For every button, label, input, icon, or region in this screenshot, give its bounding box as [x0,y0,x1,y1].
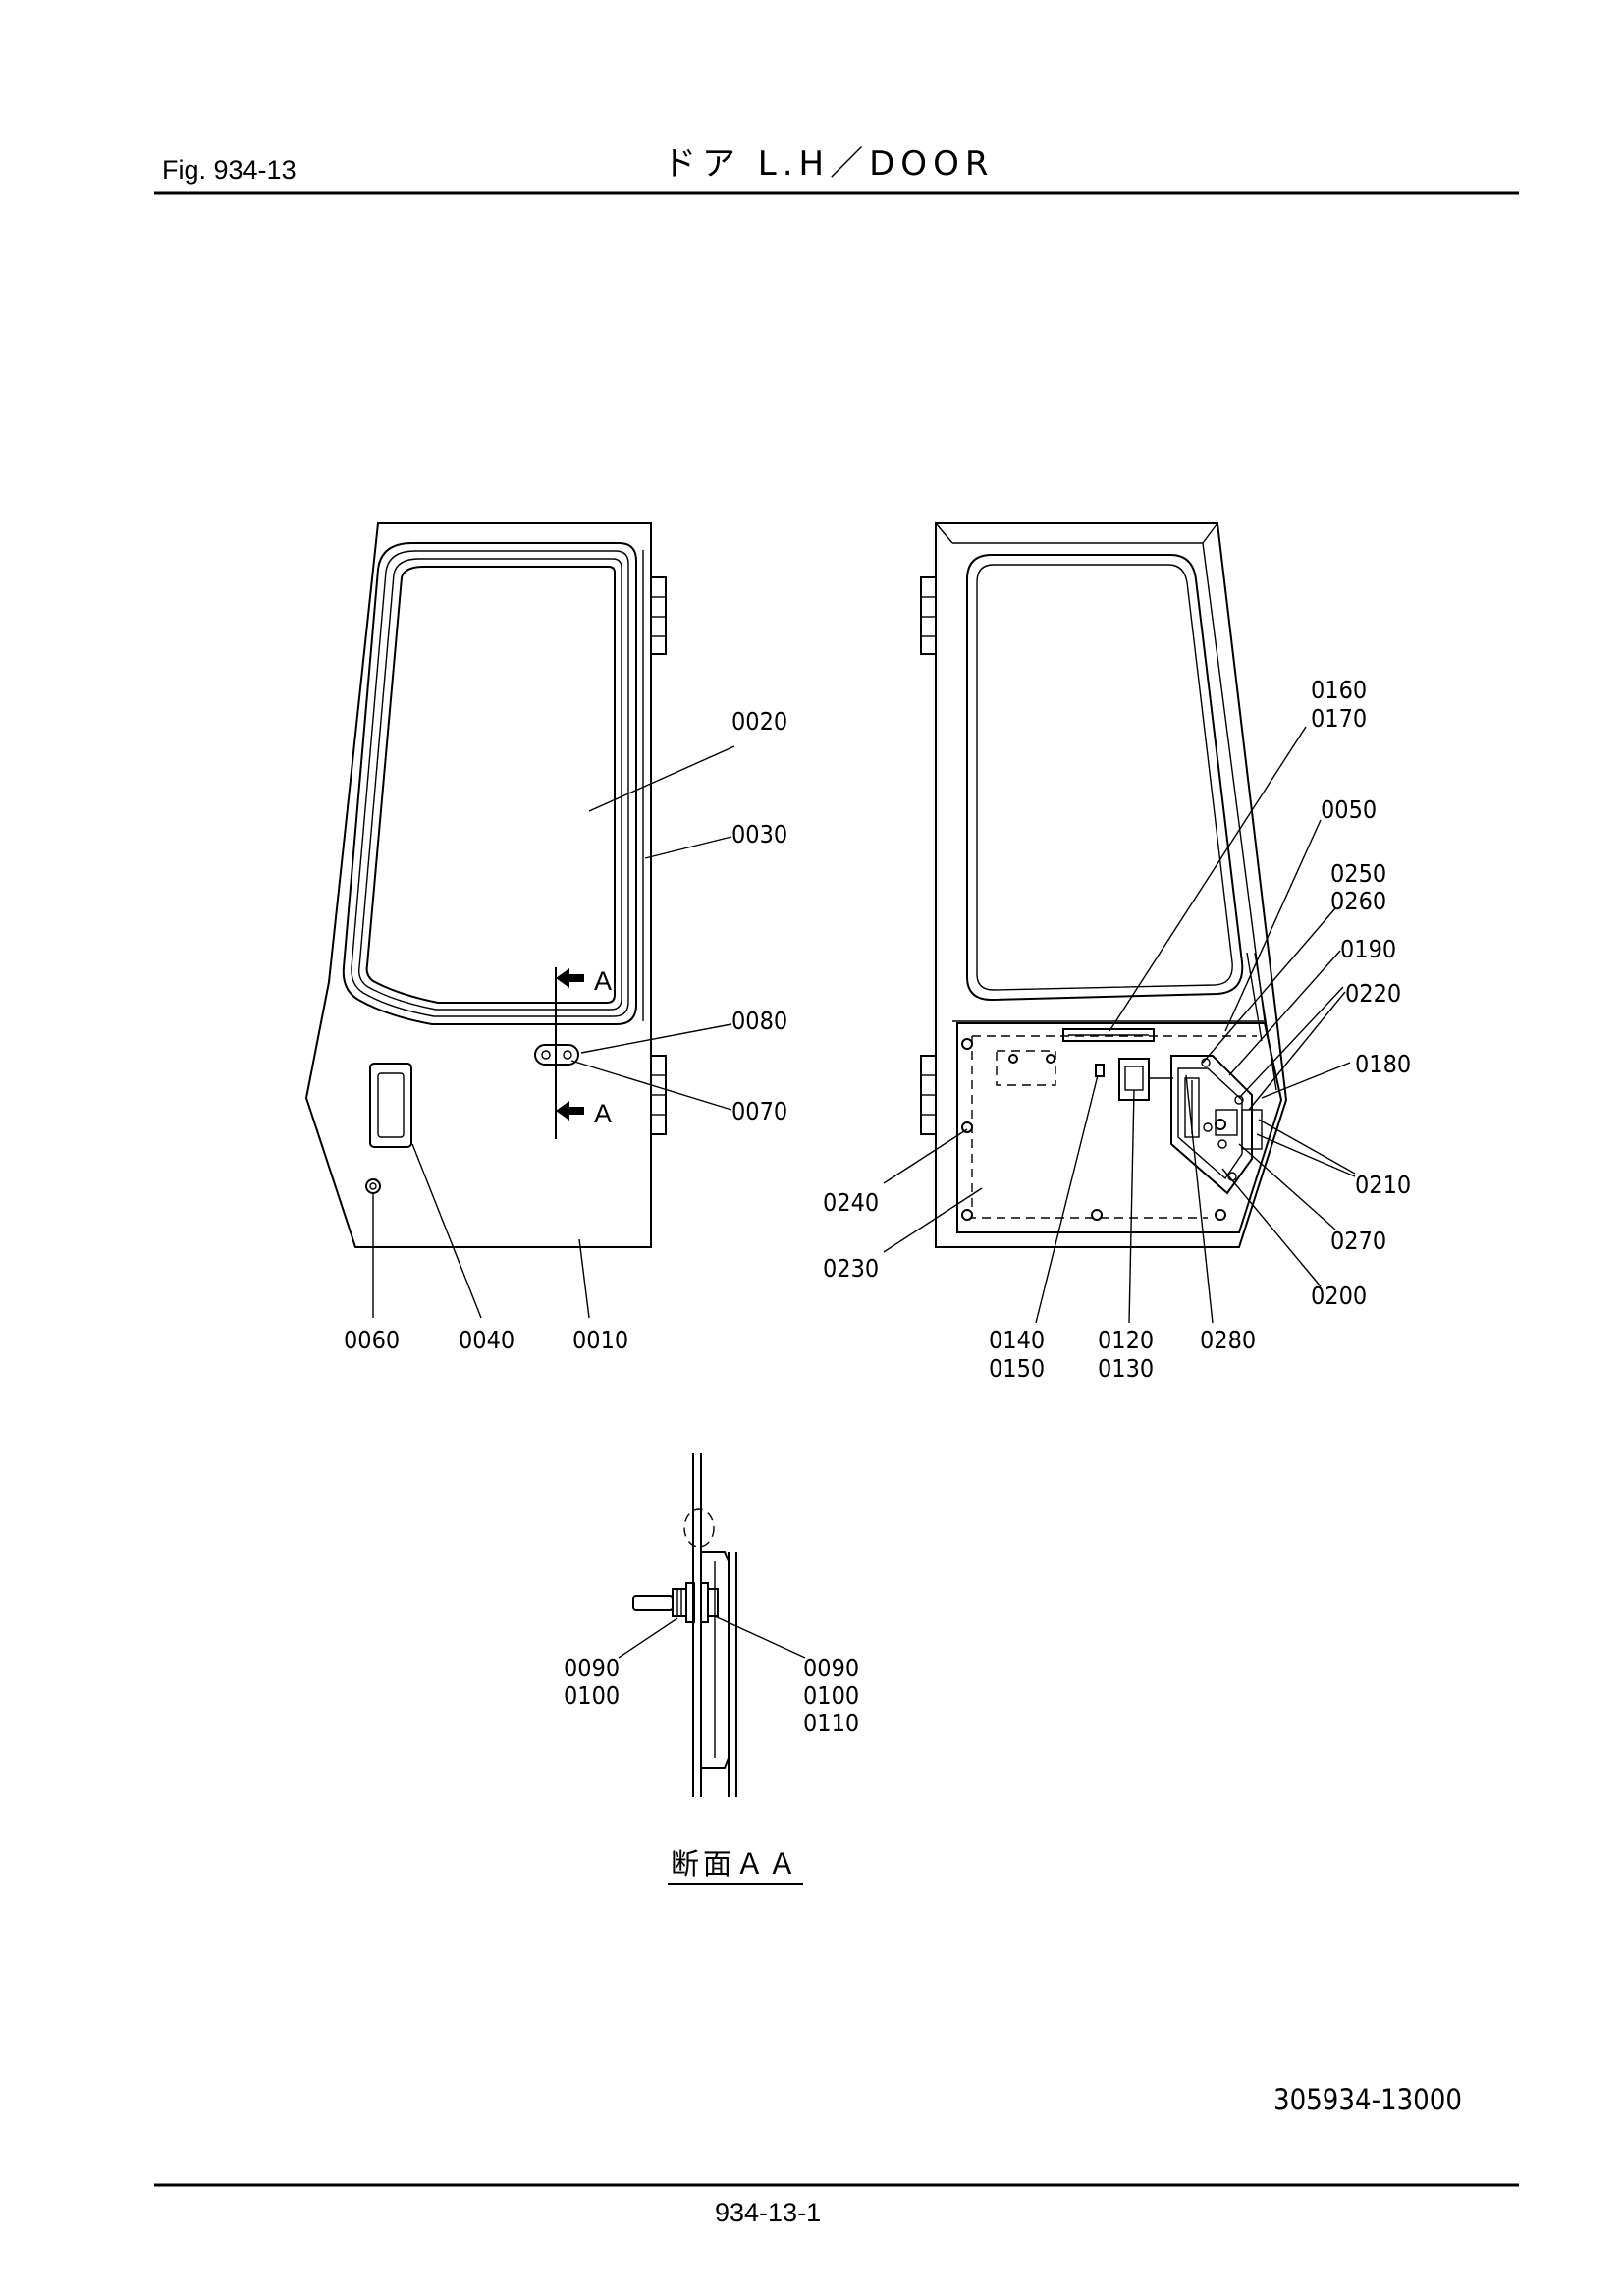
section-mark-lower: A [594,1099,612,1128]
callout-0150: 0150 [989,1354,1045,1383]
callout-0070: 0070 [731,1097,787,1125]
callout-0190: 0190 [1340,935,1396,963]
section-aa-view [632,1453,737,1797]
trim-panel [956,1022,1283,1233]
window-glass [365,566,616,1004]
door-outside-view: A A [304,522,667,1248]
callout-0280: 0280 [1200,1326,1256,1354]
right-view-leaders [883,726,1356,1324]
callout-0130: 0130 [1098,1354,1154,1383]
clip [1046,1054,1055,1064]
left-view-leaders [372,745,735,1319]
screw [961,1209,973,1221]
callout-0270: 0270 [1330,1227,1386,1255]
callout-0170: 0170 [1311,704,1367,733]
callout-0160: 0160 [1311,676,1367,704]
arrow-icon [556,1101,584,1121]
callout-0100-right: 0100 [803,1681,859,1710]
callout-0060: 0060 [344,1326,400,1354]
washer [700,1582,709,1623]
inner-window [966,554,1244,1002]
door-inside-view [920,522,1288,1248]
section-title: 断面ＡＡ [671,1847,800,1881]
callout-0040: 0040 [459,1326,514,1354]
screw [961,1121,973,1133]
arrow-icon [556,968,584,988]
upper-hinge-inner [920,576,937,655]
section-leaders [618,1615,806,1659]
washer [685,1582,695,1623]
bolt-shank [632,1595,674,1611]
callout-0210: 0210 [1355,1171,1411,1199]
callout-0200: 0200 [1311,1282,1367,1310]
upper-hinge [650,576,667,655]
figure-number: Fig. 934-13 [162,155,297,185]
section-mark-upper: A [594,966,612,996]
lock-mechanism [1170,1055,1253,1195]
callout-0110-right: 0110 [803,1709,859,1737]
callout-0020: 0020 [731,707,787,736]
window-seal-outer [342,542,637,1025]
bolt-nut [672,1588,687,1617]
callout-0050: 0050 [1321,795,1377,824]
screw [1215,1119,1226,1130]
callout-0120: 0120 [1098,1326,1154,1354]
catch-bolt [1095,1064,1105,1077]
door-handle [369,1063,412,1148]
drawing-number: 305934-13000 [1273,2083,1462,2116]
callout-0090-right: 0090 [803,1654,859,1682]
screw [961,1038,973,1050]
callout-0080: 0080 [731,1007,787,1035]
key-cylinder [365,1178,381,1194]
callout-0240: 0240 [823,1188,879,1217]
top-bracket [1062,1028,1155,1042]
clip [1008,1054,1018,1064]
callout-0230: 0230 [823,1254,879,1283]
page-number: 934-13-1 [715,2198,821,2227]
screw [1091,1209,1103,1221]
callout-0100-left: 0100 [564,1681,620,1710]
callout-0260: 0260 [1330,887,1386,915]
door-outline [304,522,652,1248]
callout-0010: 0010 [572,1326,628,1354]
callout-0220: 0220 [1345,979,1401,1008]
callout-0250: 0250 [1330,859,1386,888]
detail-circle [683,1508,715,1548]
callout-0090-left: 0090 [564,1654,620,1682]
screw [1215,1209,1226,1221]
page-title: ドア L.H／DOOR [663,144,994,184]
callout-0030: 0030 [731,820,787,848]
callout-0180: 0180 [1355,1050,1411,1078]
callout-0140: 0140 [989,1326,1045,1354]
